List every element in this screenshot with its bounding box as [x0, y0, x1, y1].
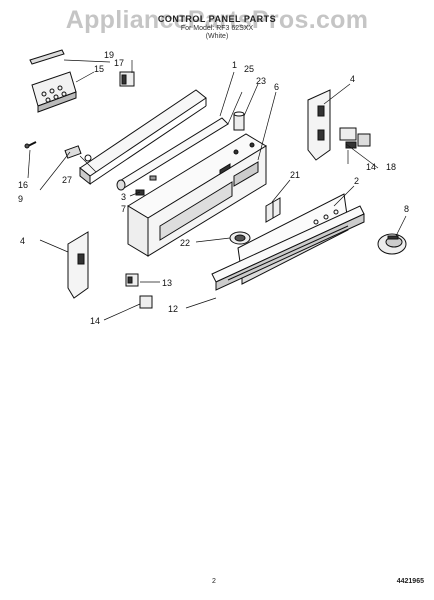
- part-7-spring: [149, 175, 157, 181]
- callout-2: 2: [354, 176, 359, 186]
- callout-1: 1: [232, 60, 237, 70]
- callout-12: 12: [168, 304, 178, 314]
- part-1-bar: [79, 89, 207, 186]
- callout-21: 21: [290, 170, 300, 180]
- part-14-clip-lower: [139, 295, 153, 309]
- part-23-cylinder: [233, 111, 245, 131]
- part-21-bracket: [265, 197, 281, 223]
- part-12-trim-strip: [211, 205, 365, 291]
- callout-9: 9: [18, 194, 23, 204]
- callout-4-right: 4: [350, 74, 355, 84]
- callout-14-left: 14: [90, 316, 100, 326]
- part-15-switch-module: [31, 71, 77, 113]
- callout-8: 8: [404, 204, 409, 214]
- callout-7: 7: [121, 204, 126, 214]
- callout-16: 16: [18, 180, 28, 190]
- part-19-clip: [119, 71, 135, 87]
- callout-19: 19: [104, 50, 114, 60]
- part-13-clip: [125, 273, 139, 287]
- part-4-end-cap-right: [307, 89, 331, 161]
- part-18-switch-assembly: [339, 127, 371, 149]
- callout-25: 25: [244, 64, 254, 74]
- part-22-gasket: [229, 231, 251, 245]
- callout-13: 13: [162, 278, 172, 288]
- part-8-knob: [377, 233, 407, 255]
- part-27-connector: [64, 145, 92, 162]
- callout-labels: 17 19 15 1 25 23 6 4 16 9 27 3 7 14 18 2…: [18, 50, 409, 326]
- callout-15: 15: [94, 64, 104, 74]
- callout-18: 18: [386, 162, 396, 172]
- callout-3: 3: [121, 192, 126, 202]
- callout-4-left: 4: [20, 236, 25, 246]
- callout-17: 17: [114, 58, 124, 68]
- diagram-title: CONTROL PANEL PARTS: [157, 14, 277, 24]
- callout-22: 22: [180, 238, 190, 248]
- model-line: For Model: RF3 62SXX: [180, 25, 254, 32]
- part-6-control-console: [127, 133, 267, 257]
- page-number: 2: [212, 578, 216, 585]
- part-16-screw: [24, 141, 37, 149]
- callout-27: 27: [62, 175, 72, 185]
- callout-14-right: 14: [366, 162, 376, 172]
- part-3-screw: [135, 189, 145, 196]
- document-number: 4421965: [396, 578, 424, 585]
- title-block: CONTROL PANEL PARTS For Model: RF3 62SXX…: [0, 14, 434, 40]
- callout-6: 6: [274, 82, 279, 92]
- model-variant: (White): [205, 33, 229, 40]
- callout-23: 23: [256, 76, 266, 86]
- part-17-strip: [29, 49, 65, 65]
- part-4-end-cap-left: [67, 231, 89, 299]
